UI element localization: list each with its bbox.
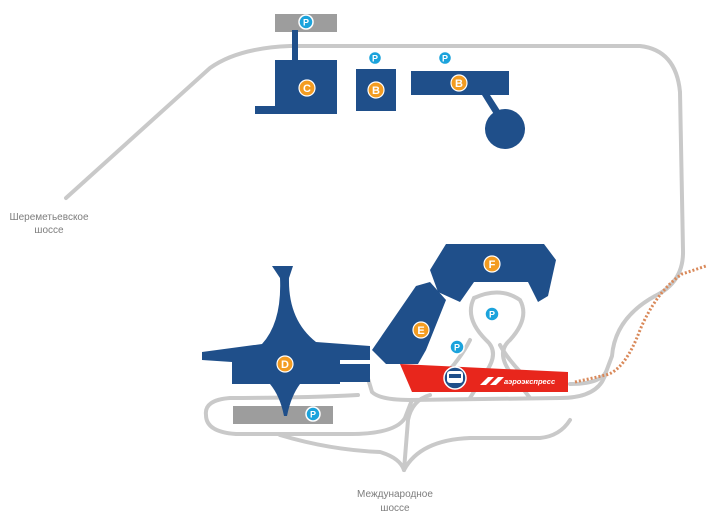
rail-line [574, 264, 707, 384]
parking-label-b-small: P [372, 54, 378, 64]
road-label-mezhdunarodnoe-2: шоссе [380, 503, 410, 514]
terminal-b-long-label: B [455, 78, 463, 90]
terminal-d-label: D [281, 359, 289, 371]
terminal-c-building [255, 60, 337, 114]
mezhdunarodnoe-road-east [402, 418, 572, 472]
parking-label-b-long: P [442, 54, 448, 64]
terminal-d-connector [340, 364, 370, 382]
parking-icon-b-small[interactable] [367, 50, 383, 66]
road-label-sheremetyevskoe-2: шоссе [34, 225, 64, 236]
terminal-f[interactable]: F [430, 244, 556, 302]
parking-icon-c[interactable] [298, 14, 314, 30]
terminal-e-building [372, 282, 446, 364]
terminal-f-label: F [489, 259, 496, 271]
terminal-c[interactable]: C P [255, 14, 337, 114]
road-label-mezhdunarodnoe-1: Международное [357, 489, 433, 500]
train-icon-window [449, 374, 461, 378]
road-label-sheremetyevskoe-1: Шереметьевское [9, 212, 89, 223]
terminal-e[interactable]: E [372, 282, 446, 364]
parking-icon-f[interactable] [484, 306, 500, 322]
terminal-f-building [430, 244, 556, 302]
terminal-c-label: C [303, 83, 311, 95]
parking-icon-e[interactable] [449, 339, 465, 355]
parking-label-d: P [310, 410, 316, 420]
terminal-b-long[interactable]: B P [411, 50, 525, 150]
aeroexpress-station[interactable]: аэроэкспресс [400, 364, 568, 392]
parking-icon-b-long[interactable] [437, 50, 453, 66]
terminal-b-small-label: B [372, 85, 380, 97]
parking-label-c: P [303, 18, 309, 28]
parking-label-f: P [489, 310, 495, 320]
parking-label-e: P [454, 343, 460, 353]
inner-link-road [278, 433, 406, 472]
parking-icon-d[interactable] [305, 406, 321, 422]
terminal-d-building [202, 266, 370, 416]
aeroexpress-logo-icon [480, 377, 504, 385]
terminal-c-connector [292, 30, 298, 60]
terminal-b-satellite [485, 109, 525, 149]
terminal-e-label: E [417, 325, 424, 337]
mezhdunarodnoe-road [402, 393, 432, 472]
terminal-b-small[interactable]: B P [356, 50, 396, 112]
hourglass-road [468, 290, 532, 400]
aeroexpress-platform [400, 364, 568, 392]
terminal-d[interactable]: D P [202, 266, 370, 424]
aeroexpress-label: аэроэкспресс [504, 377, 556, 386]
